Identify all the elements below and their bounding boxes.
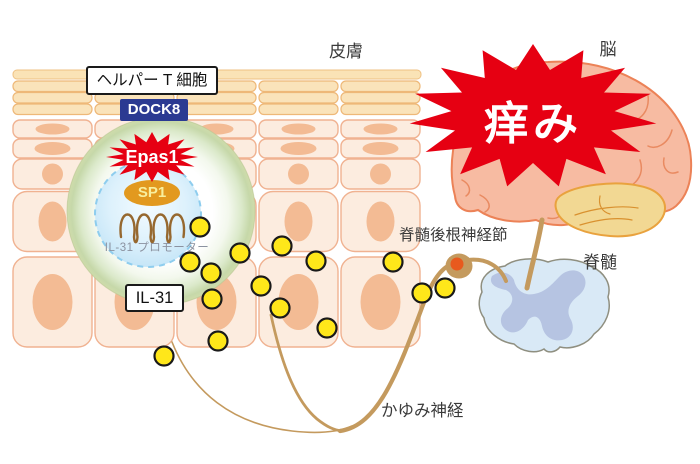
- skin-flat-cell: [12, 91, 93, 104]
- il31-molecule: [207, 330, 229, 352]
- skin-flat-cell: [258, 91, 339, 104]
- skin-cell-nucleus: [280, 142, 317, 155]
- ganglion-core: [450, 257, 464, 271]
- skin-flat-cell: [176, 103, 257, 116]
- il31-molecule: [250, 275, 272, 297]
- il31-molecule: [411, 282, 433, 304]
- il31-molecule: [229, 242, 251, 264]
- nerve-dendrite: [269, 313, 344, 433]
- il31-badge: IL-31: [125, 284, 184, 312]
- itch-nerve-label: かゆみ神経: [381, 402, 464, 420]
- dock8-badge: DOCK8: [120, 99, 188, 121]
- drg-label: 脊髄後根神経節: [399, 227, 508, 244]
- skin-flat-cell: [258, 103, 339, 116]
- ganglion-to-cord-nerve: [466, 257, 508, 283]
- il31-molecule: [382, 251, 404, 273]
- nerve-axon: [337, 261, 455, 434]
- skin-cell-nucleus: [360, 274, 401, 330]
- epas1-starburst: [106, 132, 198, 182]
- skin-cell-nucleus: [366, 201, 395, 242]
- skin-cell-nucleus: [363, 123, 398, 135]
- skin-flat-cell: [12, 80, 93, 93]
- skin-cell-nucleus: [38, 201, 67, 242]
- il31-molecule: [434, 277, 456, 299]
- il31-promoter-label: IL-31 プロモーター: [104, 242, 210, 254]
- cerebellum-lines: [574, 195, 639, 226]
- skin-cell-nucleus: [35, 123, 70, 135]
- skin-cell-nucleus: [281, 123, 316, 135]
- itch-starburst: [409, 44, 657, 187]
- itch-label: 痒み: [483, 98, 582, 149]
- il31-molecule: [305, 250, 327, 272]
- dna-coil-icon: [119, 213, 186, 244]
- il31-molecules: [153, 216, 456, 367]
- nerve-dendrite-thin: [171, 341, 353, 434]
- brain-label: 脳: [599, 40, 617, 59]
- skin-flat-cell: [12, 103, 93, 116]
- skin-flat-cell: [340, 80, 421, 93]
- skin-flat-cell: [340, 103, 421, 116]
- skin-label: 皮膚: [329, 42, 363, 61]
- skin-cell-nucleus: [288, 163, 309, 185]
- skin-cell-nucleus: [370, 163, 391, 185]
- skin-flat-cell: [258, 80, 339, 93]
- il31-molecule: [269, 297, 291, 319]
- skin-cell-nucleus: [32, 274, 73, 330]
- il31-molecule: [271, 235, 293, 257]
- epas1-label: Epas1: [125, 147, 179, 167]
- spinal-cord-label: 脊髄: [583, 253, 617, 272]
- il31-molecule: [200, 262, 222, 284]
- skin-cell-nucleus: [34, 142, 71, 155]
- il31-molecule: [316, 317, 338, 339]
- il31-molecule: [153, 345, 175, 367]
- spinal-cord-blob: [478, 258, 610, 353]
- skin-cell-nucleus: [278, 274, 319, 330]
- sp1-ellipse: [124, 180, 180, 206]
- il31-molecule: [179, 251, 201, 273]
- skin-cell-nucleus: [362, 142, 399, 155]
- il31-molecule: [189, 216, 211, 238]
- spinal-cord-gray-matter: [490, 270, 586, 341]
- brainstem-nerve: [524, 217, 545, 291]
- skin-flat-cell: [340, 91, 421, 104]
- skin-cell-nucleus: [42, 163, 63, 185]
- dorsal-root-ganglion-node: [445, 253, 473, 279]
- skin-cell-nucleus: [284, 201, 313, 242]
- itch-nerve-path: [171, 261, 455, 434]
- sp1-label: SP1: [137, 184, 167, 201]
- helper-t-cell-label: ヘルパー T 細胞: [86, 66, 218, 95]
- il31-molecule: [201, 288, 223, 310]
- cerebellum: [554, 182, 666, 238]
